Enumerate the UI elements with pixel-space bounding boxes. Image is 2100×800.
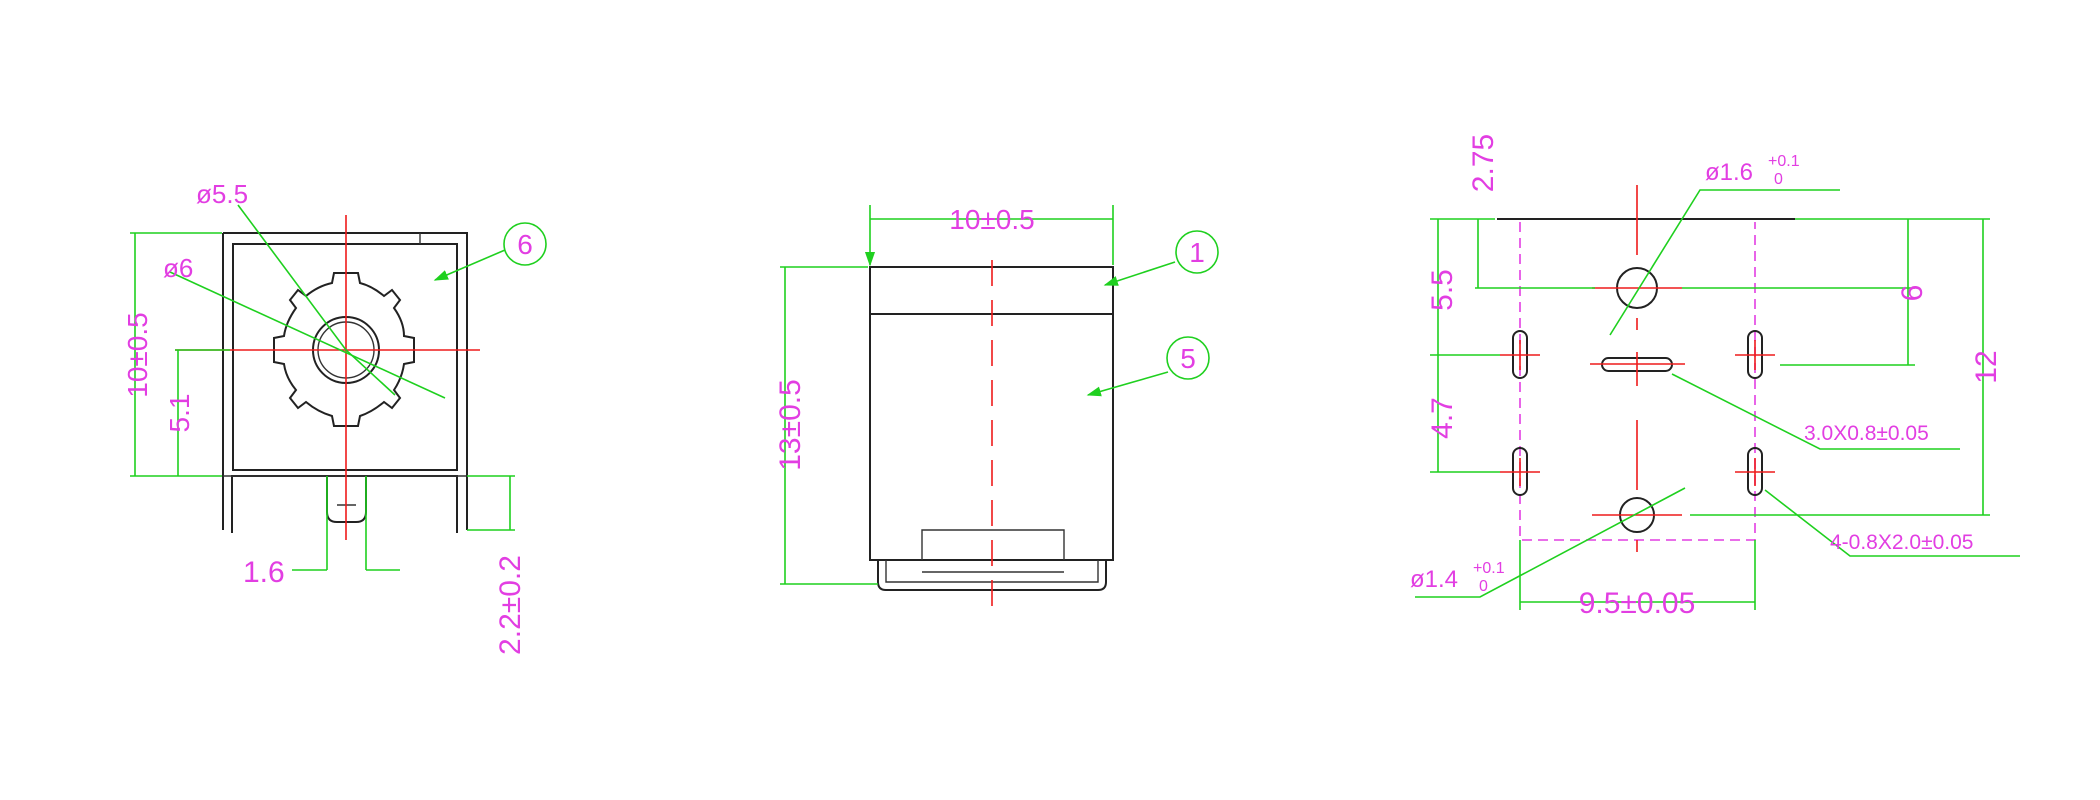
leader-balloon-5 bbox=[1086, 371, 1169, 397]
side-body-outline bbox=[869, 266, 1114, 561]
dim-side-width bbox=[870, 205, 1114, 265]
label-mid-height: 6 bbox=[1896, 285, 1929, 302]
balloon-1 bbox=[1175, 230, 1219, 274]
label-center-height: 5.1 bbox=[164, 394, 195, 433]
leader-slot-side bbox=[1764, 489, 2020, 557]
leader-slot-center bbox=[1671, 373, 1960, 450]
side-view: 10±0.5 13±0.5 1 5 bbox=[774, 204, 1219, 610]
balloon-1-label: 1 bbox=[1189, 237, 1205, 268]
dim-pin-length bbox=[467, 475, 515, 531]
dim-center-height bbox=[175, 349, 230, 476]
label-hole-top-tol-lower: 0 bbox=[1774, 171, 1783, 188]
label-hole-top-tol-upper: +0.1 bbox=[1768, 153, 1800, 170]
balloon-6 bbox=[503, 222, 547, 266]
leader-balloon-6 bbox=[433, 249, 506, 281]
label-slot-center: 3.0X0.8±0.05 bbox=[1804, 422, 1929, 445]
balloon-5 bbox=[1166, 336, 1210, 380]
label-upper-row: 5.5 bbox=[1426, 269, 1459, 311]
label-top-offset: 2.75 bbox=[1467, 134, 1500, 192]
front-body-detail bbox=[223, 233, 467, 477]
leader-hole-top bbox=[1609, 189, 1840, 336]
pcb-layout: 2.75 5.5 4.7 6 12 ø1.6 +0.1 0 ø1.4 +0.1 … bbox=[1410, 134, 2020, 620]
leader-hole-bottom bbox=[1415, 487, 1686, 598]
label-hole-top: ø1.6 bbox=[1705, 159, 1753, 186]
label-pin-length: 2.2±0.2 bbox=[494, 555, 527, 655]
balloon-5-label: 5 bbox=[1180, 343, 1196, 374]
label-pin-width: 1.6 bbox=[243, 556, 285, 589]
leader-dia-inner bbox=[169, 271, 446, 399]
dim-pin-width bbox=[292, 476, 400, 571]
label-hole-bottom: ø1.4 bbox=[1410, 566, 1458, 593]
dim-pcb-right bbox=[1682, 218, 1990, 516]
dim-pcb-left bbox=[1430, 218, 1595, 473]
label-side-height: 13±0.5 bbox=[774, 379, 807, 471]
label-pcb-width: 9.5±0.05 bbox=[1579, 587, 1696, 620]
dim-side-height bbox=[780, 266, 878, 585]
front-view: ø5.5 ø6 10±0.5 5.1 1.6 2.2±0.2 6 bbox=[122, 179, 547, 655]
label-lower-row: 4.7 bbox=[1426, 397, 1459, 439]
leader-balloon-1 bbox=[1103, 261, 1176, 286]
label-total-height: 12 bbox=[1970, 350, 2003, 383]
label-dia-inner: ø6 bbox=[163, 253, 193, 283]
label-slot-side: 4-0.8X2.0±0.05 bbox=[1830, 531, 1973, 554]
balloon-6-label: 6 bbox=[517, 229, 533, 260]
label-hole-bottom-tol-upper: +0.1 bbox=[1473, 560, 1505, 577]
dim-height-front bbox=[130, 232, 222, 477]
label-dia-outer: ø5.5 bbox=[196, 179, 248, 209]
label-side-width: 10±0.5 bbox=[949, 204, 1034, 235]
label-hole-bottom-tol-lower: 0 bbox=[1479, 578, 1488, 595]
leader-dia-outer bbox=[237, 204, 396, 396]
label-front-height: 10±0.5 bbox=[122, 312, 153, 397]
pcb-centermarks bbox=[1500, 185, 1775, 552]
